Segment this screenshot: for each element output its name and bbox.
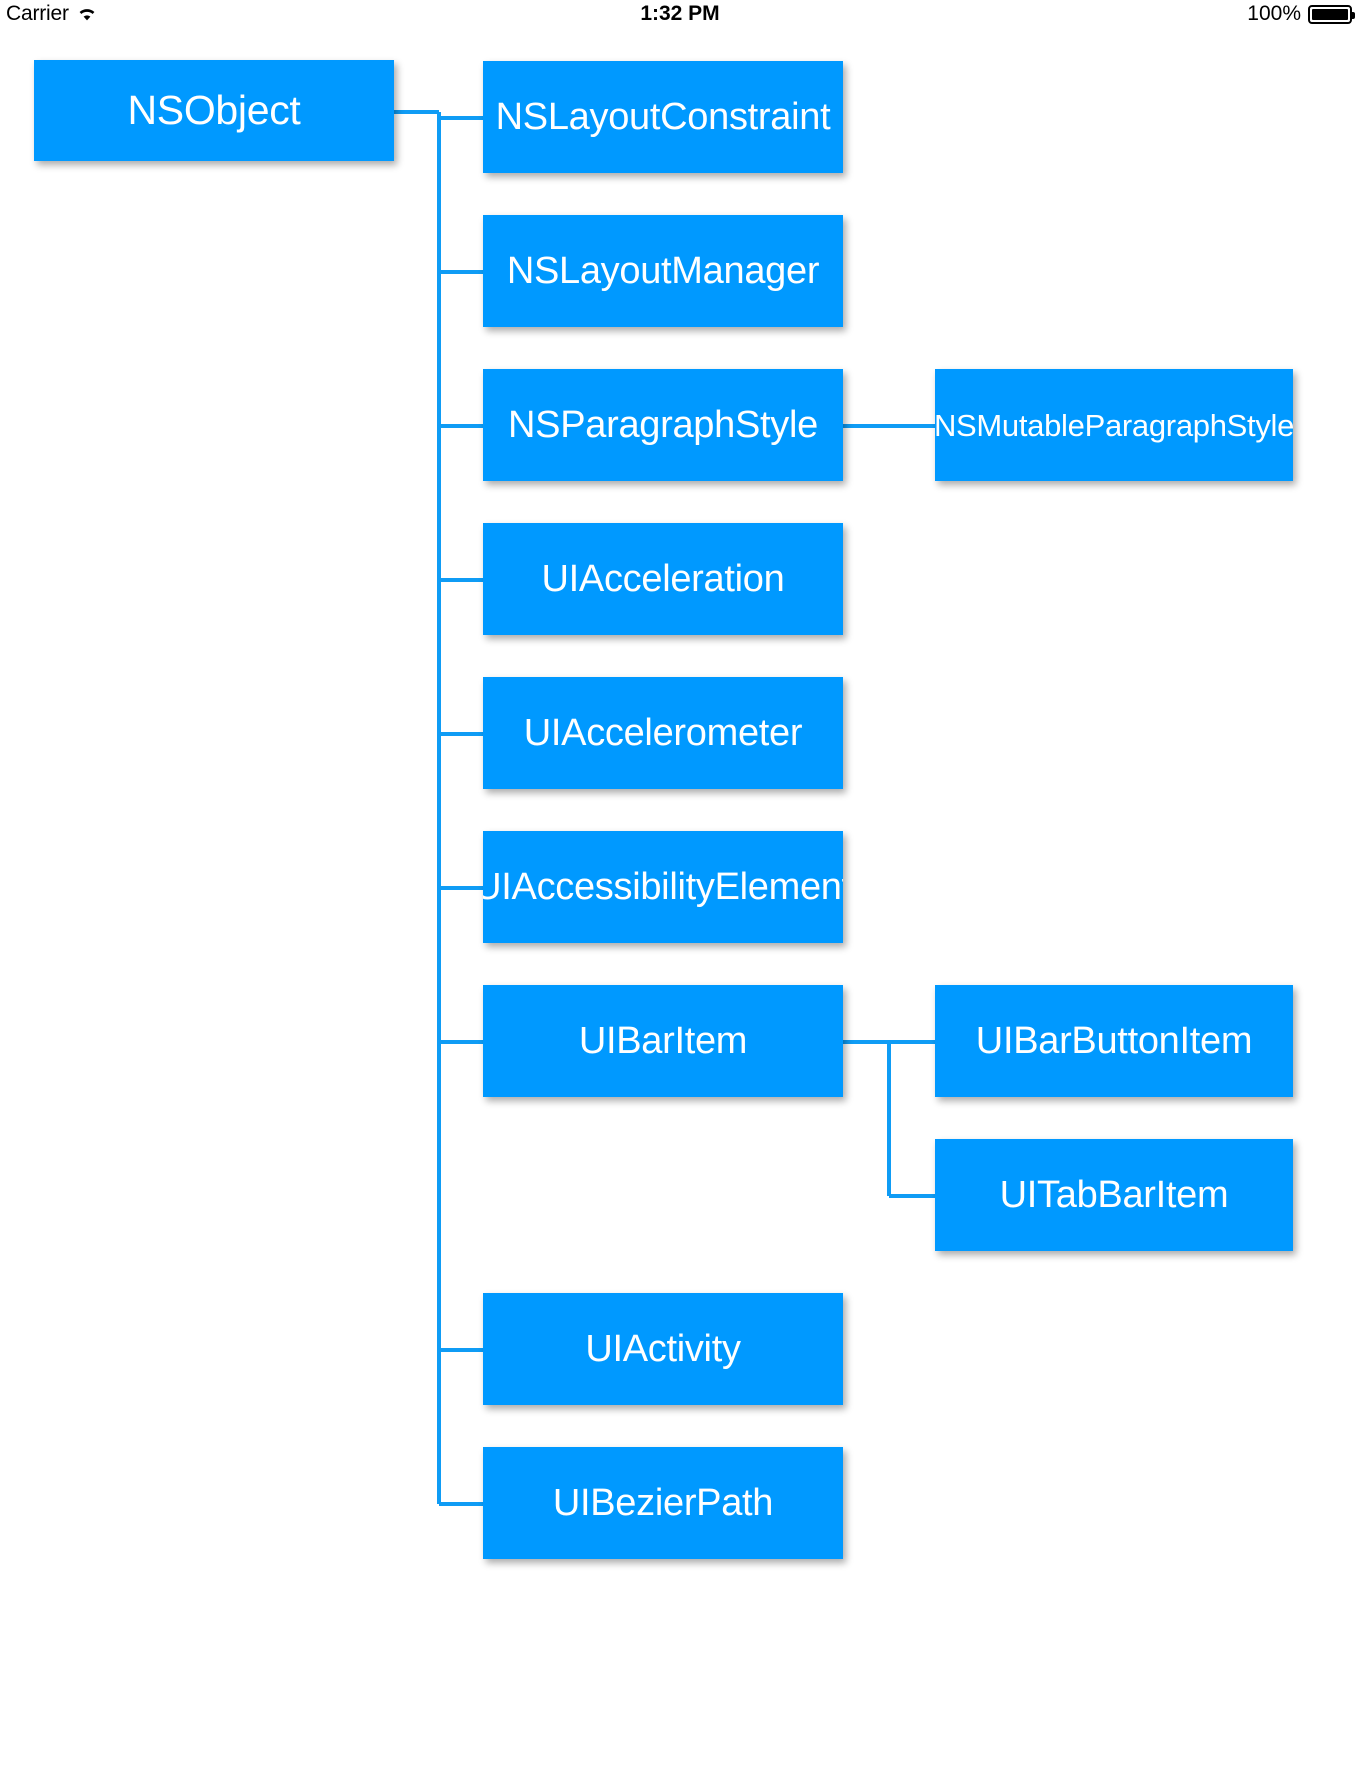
class-node-nslayoutmanager[interactable]: NSLayoutManager	[483, 215, 843, 327]
class-node-uiaccelerometer[interactable]: UIAccelerometer	[483, 677, 843, 789]
class-node-nslayoutconstraint[interactable]: NSLayoutConstraint	[483, 61, 843, 173]
class-node-uiacceleration[interactable]: UIAcceleration	[483, 523, 843, 635]
carrier-label: Carrier	[6, 2, 69, 25]
class-node-uibaritem[interactable]: UIBarItem	[483, 985, 843, 1097]
status-bar: Carrier 1:32 PM 100%	[0, 0, 1360, 30]
battery-percent-label: 100%	[1247, 2, 1301, 25]
class-node-label: UIBarItem	[578, 1020, 748, 1062]
class-node-label: UIBezierPath	[552, 1482, 774, 1524]
class-node-uiactivity[interactable]: UIActivity	[483, 1293, 843, 1405]
class-node-label: UIBarButtonItem	[975, 1020, 1253, 1062]
class-node-label: NSParagraphStyle	[508, 404, 818, 446]
class-node-label: NSMutableParagraphStyle	[935, 407, 1293, 443]
status-bar-right: 100%	[1247, 1, 1355, 27]
status-bar-left: Carrier	[6, 1, 97, 27]
class-node-label: UIAccessibilityElement	[483, 866, 843, 908]
class-node-label: UIActivity	[585, 1328, 741, 1370]
class-node-uibezierpath[interactable]: UIBezierPath	[483, 1447, 843, 1559]
clock: 1:32 PM	[640, 2, 720, 25]
class-node-label: NSLayoutConstraint	[495, 96, 831, 138]
class-node-label: UIAccelerometer	[523, 712, 803, 754]
battery-full-icon	[1308, 4, 1355, 24]
wifi-icon	[77, 6, 97, 22]
class-node-label: NSObject	[127, 87, 301, 133]
class-node-uitabbaritem[interactable]: UITabBarItem	[935, 1139, 1293, 1251]
class-node-nsobject[interactable]: NSObject	[34, 60, 394, 161]
class-node-label: UITabBarItem	[999, 1174, 1229, 1216]
class-node-label: UIAcceleration	[541, 558, 785, 600]
class-node-label: NSLayoutManager	[506, 250, 820, 292]
class-node-uiaccessibilityelement[interactable]: UIAccessibilityElement	[483, 831, 843, 943]
class-node-nsmutableparagraphstyle[interactable]: NSMutableParagraphStyle	[935, 369, 1293, 481]
class-node-uibarbuttonitem[interactable]: UIBarButtonItem	[935, 985, 1293, 1097]
class-node-nsparagraphstyle[interactable]: NSParagraphStyle	[483, 369, 843, 481]
